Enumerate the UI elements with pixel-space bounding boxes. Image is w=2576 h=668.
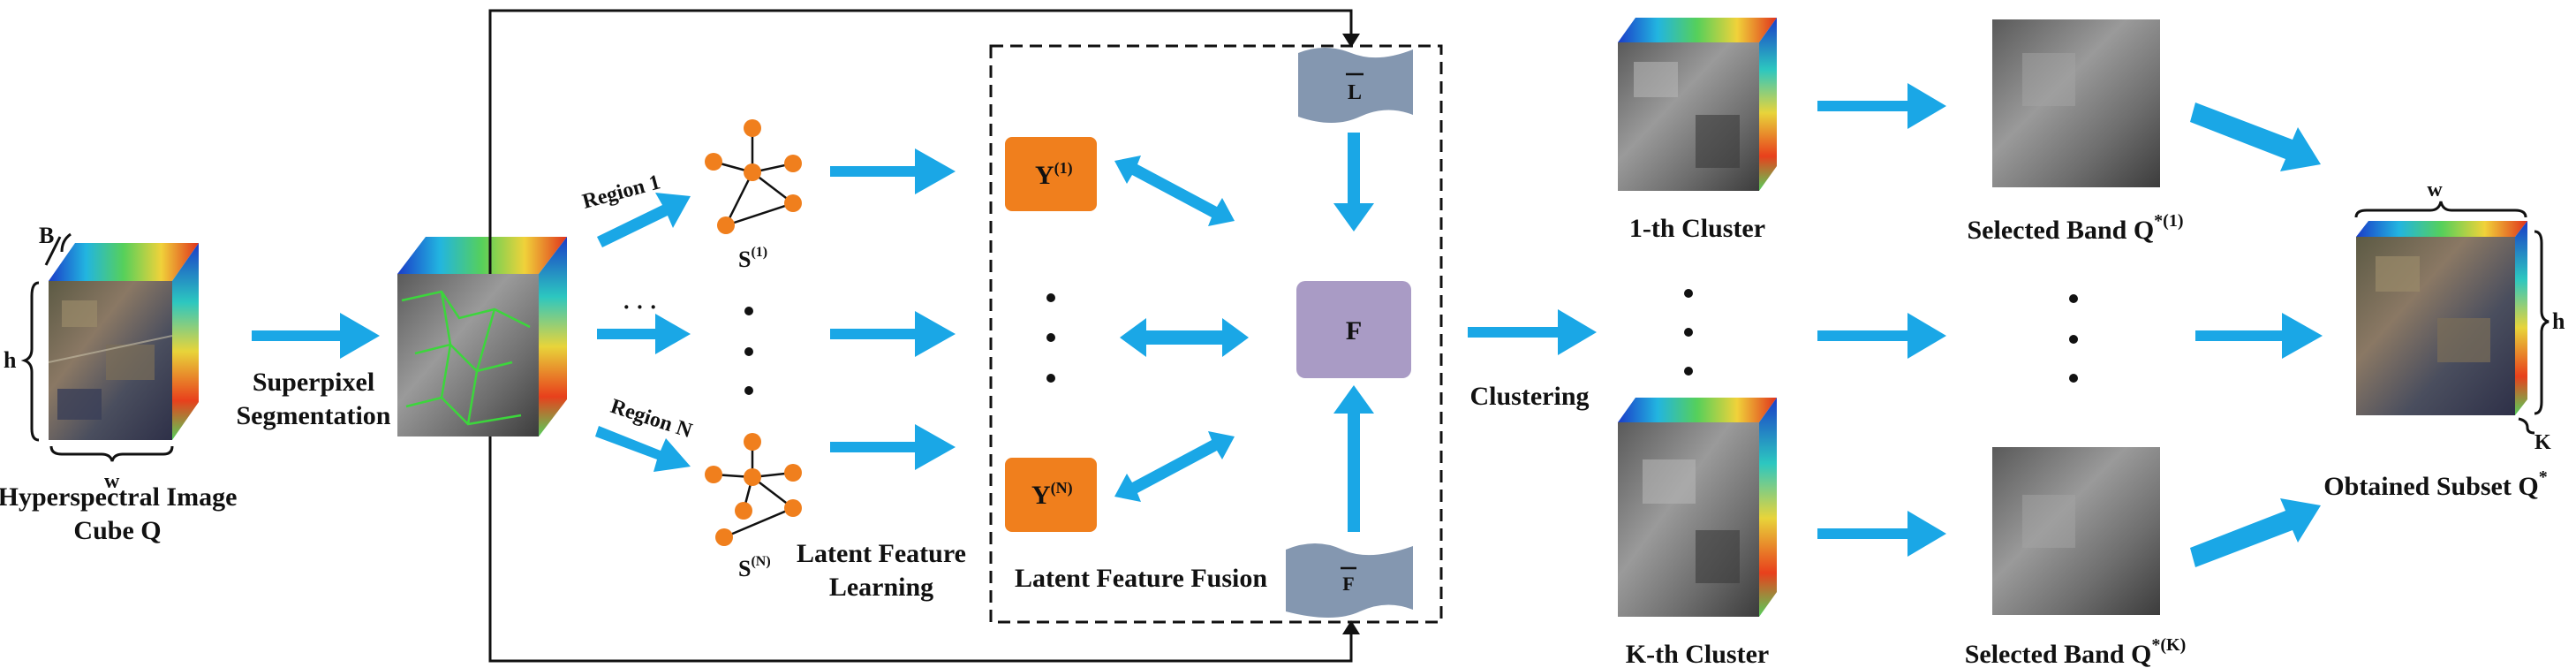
- seg-cube-top: [397, 237, 567, 274]
- cluster-dot: [1684, 367, 1693, 376]
- cube-top-face: [49, 243, 199, 281]
- l-bar-wave: [1298, 48, 1413, 123]
- output-label: Obtained Subset Q*: [2323, 467, 2547, 501]
- selected-band-k-label: Selected Band Q*(K): [1965, 635, 2187, 668]
- dim-h-label: h: [4, 347, 17, 373]
- arrow-middle-to-band: [1817, 313, 1946, 359]
- learning-label-line1: Latent Feature: [797, 539, 966, 568]
- seg-cube-front: [397, 274, 539, 436]
- fusion-label: Latent Feature Fusion: [1015, 564, 1267, 593]
- y-dot: [1046, 293, 1055, 302]
- dim-w-brace: [49, 445, 174, 462]
- graph-s1: [705, 119, 802, 234]
- arrow-lbar-to-f: [1333, 133, 1374, 232]
- input-title-line1: Hyperspectral Image: [0, 482, 237, 512]
- sn-label: S(N): [738, 554, 771, 581]
- arrow-y1-f-bidirectional: [1114, 156, 1235, 226]
- s1-label: S(1): [738, 245, 767, 272]
- arrow-region-1: [597, 193, 691, 247]
- cluster-1-cube: [1618, 18, 1777, 191]
- dim-h-brace: [20, 281, 40, 442]
- dim-b-label: B: [39, 223, 54, 248]
- feedback-arrowhead-top: [1342, 34, 1360, 48]
- y-dot: [1046, 333, 1055, 342]
- selected-band-1-label: Selected Band Q*(1): [1968, 211, 2184, 245]
- input-cube: [48, 243, 199, 440]
- yn-box: [1005, 458, 1097, 532]
- fusion-box: [989, 44, 1443, 624]
- output-cube: [2356, 221, 2527, 415]
- arrow-band1-to-output: [2190, 102, 2321, 171]
- feedback-line-top: [488, 9, 1353, 274]
- f-box: [1296, 281, 1411, 378]
- feedback-arrowhead-bottom: [1342, 620, 1360, 634]
- cluster-dot: [1684, 328, 1693, 337]
- arrow-middle-to-fusion: [830, 311, 956, 357]
- selected-band-k-image: [1992, 447, 2160, 615]
- graph-dot: [744, 307, 753, 315]
- arrow-to-clustering: [1468, 309, 1597, 355]
- f-bar-label: F: [1342, 573, 1354, 595]
- seg-cube-side: [539, 237, 567, 436]
- arrow-s1-to-y1: [830, 148, 956, 194]
- dim-b-brace: [60, 232, 72, 253]
- dim-w-label: w: [104, 470, 120, 493]
- output-dim-h-brace: [2534, 230, 2550, 415]
- arrow-bandk-to-output: [2190, 498, 2321, 567]
- output-dim-w-label: w: [2427, 178, 2443, 201]
- y-dot: [1046, 374, 1055, 383]
- band-dot: [2069, 374, 2078, 383]
- cluster-1-label: 1-th Cluster: [1629, 214, 1765, 243]
- arrow-region-middle: [597, 314, 691, 354]
- f-label: F: [1346, 316, 1362, 345]
- selected-band-1-image: [1992, 19, 2160, 187]
- arrow-cluster1-to-band: [1817, 83, 1946, 129]
- band-dot: [2069, 294, 2078, 303]
- band-dot: [2069, 335, 2078, 344]
- output-dim-k-brace: [2518, 417, 2535, 435]
- segmentation-label-line1: Superpixel: [253, 368, 374, 397]
- yn-label: Y(N): [1031, 479, 1073, 510]
- output-dim-h-label: h: [2552, 308, 2565, 334]
- superpixel-boundaries: [401, 290, 531, 426]
- y1-label: Y(1): [1035, 159, 1073, 190]
- region-dots-horizontal: · · ·: [623, 294, 657, 320]
- l-bar-label: L: [1348, 81, 1362, 104]
- graph-dot: [744, 347, 753, 356]
- arrow-fbar-to-f: [1333, 385, 1374, 532]
- cluster-k-cube: [1618, 398, 1777, 617]
- feedback-line-bottom: [488, 436, 1353, 663]
- arrow-middle-to-output: [2195, 313, 2323, 359]
- region-1-label: Region 1: [580, 171, 663, 213]
- output-dim-w-brace: [2354, 201, 2527, 218]
- clustering-label: Clustering: [1470, 382, 1590, 411]
- f-bar-wave: [1286, 543, 1413, 618]
- cluster-k-label: K-th Cluster: [1626, 640, 1769, 668]
- dim-b-brace-line: [44, 236, 62, 266]
- input-title-line2: Cube Q: [73, 516, 161, 545]
- arrow-region-n: [595, 426, 691, 472]
- segmented-cube: [397, 237, 567, 436]
- graph-sn: [705, 433, 802, 546]
- learning-label-line2: Learning: [829, 573, 933, 602]
- graph-dot: [744, 386, 753, 395]
- arrow-dots-f-bidirectional: [1120, 318, 1249, 357]
- output-dim-k-label: K: [2534, 431, 2551, 454]
- cube-side-face: [172, 243, 199, 440]
- arrow-clusterk-to-band: [1817, 511, 1946, 557]
- y1-box: [1005, 137, 1097, 211]
- arrow-to-segmentation: [252, 313, 380, 359]
- arrow-sn-to-yn: [830, 424, 956, 470]
- segmentation-label-line2: Segmentation: [237, 401, 391, 430]
- arrow-yn-f-bidirectional: [1114, 431, 1235, 502]
- cluster-dot: [1684, 289, 1693, 298]
